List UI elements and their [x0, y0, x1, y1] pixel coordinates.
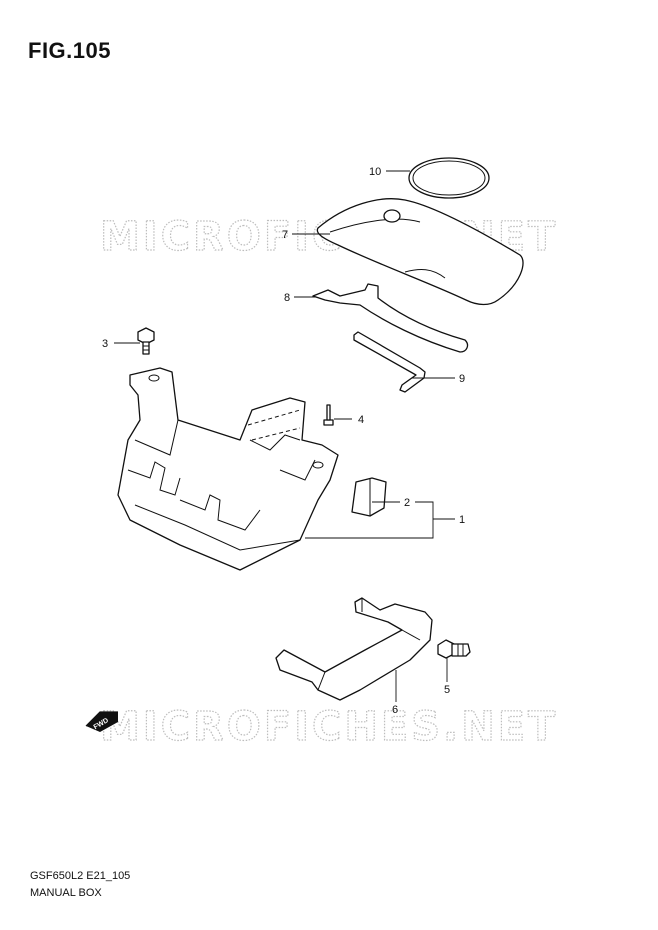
callout-6: 6: [392, 704, 398, 716]
diagram-name: MANUAL BOX: [30, 887, 102, 899]
callout-9: 9: [459, 373, 465, 385]
figure-title: FIG.105: [28, 38, 111, 63]
part-5-flange-bolt: [437, 639, 471, 659]
part-2-cushion: [351, 477, 387, 517]
leader-lines: [114, 170, 455, 702]
part-8-spanner: [312, 283, 469, 353]
part-6-bracket: [275, 597, 433, 701]
callout-3: 3: [102, 338, 108, 350]
part-4-screw: [323, 404, 334, 426]
part-1-manual-box: [117, 367, 339, 571]
callout-1: 1: [459, 514, 465, 526]
callout-5: 5: [444, 684, 450, 696]
part-3-bolt: [137, 327, 155, 355]
diagram-code: GSF650L2 E21_105: [30, 870, 131, 882]
callout-7: 7: [282, 229, 288, 241]
callout-10: 10: [369, 166, 381, 178]
part-10-o-ring: [408, 157, 490, 199]
callout-2: 2: [404, 497, 410, 509]
callout-8: 8: [284, 292, 290, 304]
part-9-hex-key: [353, 331, 426, 393]
part-7-manual-pouch: [316, 198, 524, 306]
watermark-bottom: MICROFICHES.NET: [100, 704, 558, 750]
fwd-arrow-icon: FWD: [85, 711, 118, 732]
callout-4: 4: [358, 414, 364, 426]
